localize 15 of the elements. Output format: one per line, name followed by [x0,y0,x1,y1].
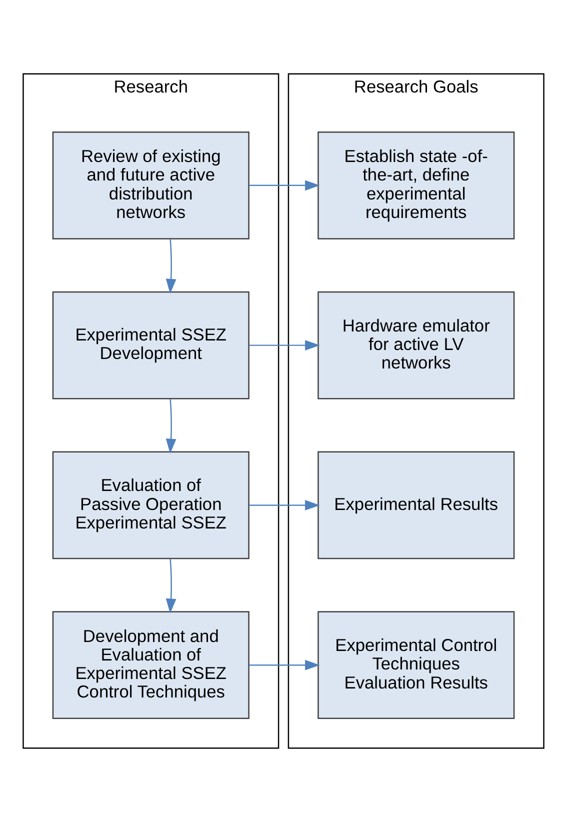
arrow [249,340,320,351]
node-box: Establish state -of- the-art, define experimental requirements [318,132,515,240]
node-box: Evaluation of Passive Operation Experimental SSEZ [52,451,250,560]
node-box: Experimental Control Techniques Evaluation Results [318,611,515,719]
node-box: Hardware emulator for active LV networks [318,291,515,400]
node-box: Development and Evaluation of Experimental SSEZ Control Techniques [52,611,250,719]
arrow [166,239,176,294]
arrow [166,558,176,614]
arrow [249,180,320,191]
arrow [249,660,320,670]
node-box: Experimental Results [318,451,515,560]
arrow [249,500,320,510]
node-box: Review of existing and future active distribution networks [52,132,250,240]
arrow [166,398,176,454]
node-box: Experimental SSEZ Development [52,291,250,400]
